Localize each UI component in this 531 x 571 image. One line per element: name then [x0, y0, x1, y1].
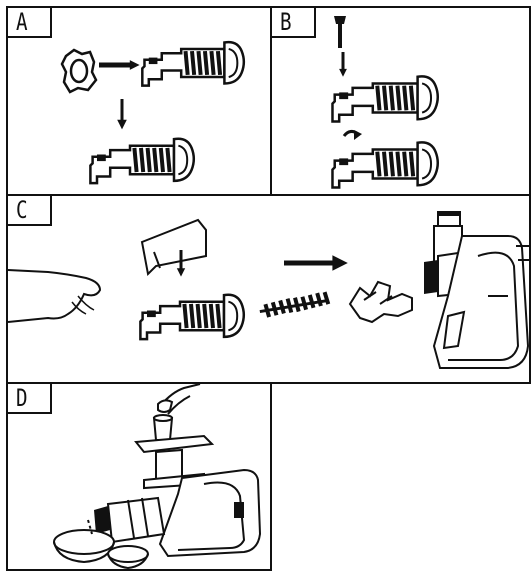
- juicer-base-icon: [94, 436, 260, 556]
- cover-icon: [142, 220, 206, 274]
- auger-housing-icon: [332, 76, 437, 121]
- panel-b-illustration: [272, 8, 531, 196]
- panel-c-illustration: [8, 196, 531, 384]
- panel-d: D: [6, 382, 272, 571]
- panel-c: C: [6, 194, 531, 384]
- arrow-icon: [99, 60, 140, 70]
- rotate-arrow-icon: [344, 130, 362, 140]
- panel-a-illustration: [8, 8, 272, 196]
- auger-spiral-icon: [260, 292, 328, 317]
- panel-a: A: [6, 6, 272, 196]
- arrow-icon: [339, 52, 347, 77]
- attachment-icon: [350, 282, 412, 322]
- hand-icon: [158, 384, 200, 414]
- screw-icon: [334, 16, 346, 48]
- auger-housing-icon: [140, 295, 243, 339]
- auger-housing-icon: [142, 42, 244, 86]
- panel-d-illustration: [8, 384, 272, 571]
- juicer-base-icon: [424, 212, 531, 368]
- arrow-icon: [284, 255, 348, 270]
- auger-housing-icon: [332, 142, 437, 187]
- arrow-icon: [117, 99, 127, 129]
- hand-icon: [8, 270, 100, 322]
- panel-b: B: [270, 6, 531, 196]
- end-cap-icon: [62, 50, 96, 92]
- auger-housing-icon: [90, 139, 193, 183]
- bowl-icon: [108, 546, 148, 568]
- cup-icon: [154, 415, 172, 440]
